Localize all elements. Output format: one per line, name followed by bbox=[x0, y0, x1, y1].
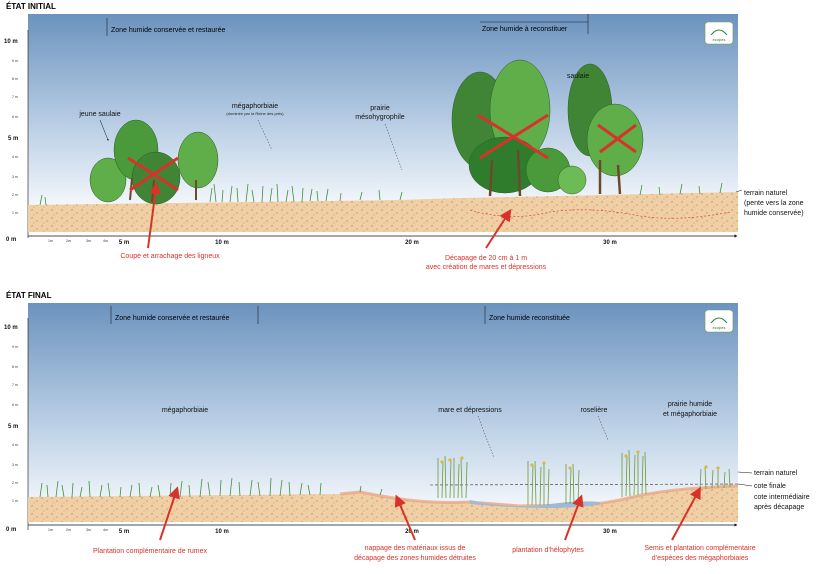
final-zone-left: Zone humide conservée et restaurée bbox=[115, 315, 230, 322]
label-megaphorbiaie: mégaphorbiaie bbox=[232, 103, 278, 110]
svg-text:2m: 2m bbox=[66, 239, 71, 243]
svg-text:20 m: 20 m bbox=[405, 240, 419, 246]
label-prairie-2: mésohygrophile bbox=[355, 114, 405, 121]
svg-text:10 m: 10 m bbox=[4, 325, 18, 331]
svg-text:3m: 3m bbox=[86, 528, 91, 532]
action-semis-2: d’espèces des mégaphorbiaies bbox=[652, 555, 749, 562]
side-note-3: humide conservée) bbox=[744, 210, 804, 217]
action-helophytes: plantation d’hélophytes bbox=[512, 547, 584, 554]
reed-clusters bbox=[437, 449, 731, 506]
final-side-note-1: terrain naturel bbox=[754, 470, 798, 477]
young-willow-trees bbox=[89, 119, 219, 205]
svg-text:3 m: 3 m bbox=[12, 463, 18, 467]
label-prairie: prairie bbox=[370, 105, 390, 112]
svg-text:2m: 2m bbox=[66, 528, 71, 532]
label-jeune-saulaie: jeune saulaie bbox=[78, 111, 120, 118]
svg-text:0 m: 0 m bbox=[6, 237, 16, 243]
svg-text:0 m: 0 m bbox=[6, 527, 16, 533]
action-semis-1: Semis et plantation complémentaire bbox=[644, 545, 755, 552]
svg-text:2 m: 2 m bbox=[12, 481, 18, 485]
label-megaphorbiaie-final: mégaphorbiaie bbox=[162, 407, 208, 414]
action-nappage-1: nappage des matériaux issus de bbox=[365, 545, 466, 552]
initial-zone-left: Zone humide conservée et restaurée bbox=[111, 27, 226, 34]
initial-soil bbox=[28, 192, 738, 232]
logo-icon-2: ecopes bbox=[704, 309, 734, 333]
final-sky bbox=[28, 303, 738, 525]
action-decapage-1: Décapage de 20 cm à 1 m bbox=[445, 255, 527, 262]
label-prairie-humide: prairie humide bbox=[668, 401, 712, 408]
action-rumex: Plantation complémentaire de rumex bbox=[93, 548, 208, 555]
initial-zone-right: Zone humide à reconstituer bbox=[482, 26, 568, 33]
initial-x-axis: 1m 2m 3m 4m 5 m 10 m 20 m 30 m bbox=[28, 234, 738, 246]
svg-text:9 m: 9 m bbox=[12, 345, 18, 349]
final-panel: ÉTAT FINAL Zone humide conservée et rest… bbox=[4, 291, 810, 562]
initial-y-axis: 10 m 9 m 8 m 7 m 6 m 5 m 4 m 3 m 2 m 1 m… bbox=[4, 30, 29, 243]
label-roseliere: roselière bbox=[581, 407, 608, 414]
arrow-coupe bbox=[147, 182, 162, 249]
svg-text:7 m: 7 m bbox=[12, 95, 18, 99]
arrow-helophytes bbox=[564, 494, 584, 541]
final-side-note-3: cote intermédiaire bbox=[754, 494, 810, 501]
svg-text:8 m: 8 m bbox=[12, 365, 18, 369]
final-x-axis: 1m 2m 3m 4m 5 m 10 m 20 m 30 m bbox=[28, 523, 738, 535]
svg-text:ecopes: ecopes bbox=[713, 37, 726, 42]
svg-text:3 m: 3 m bbox=[12, 175, 18, 179]
final-y-axis: 10 m 9 m 8 m 7 m 6 m 5 m 4 m 3 m 2 m 1 m… bbox=[4, 318, 29, 533]
initial-grass bbox=[39, 182, 723, 206]
arrow-semis bbox=[671, 486, 701, 541]
reed-flowers bbox=[440, 450, 720, 470]
svg-text:1 m: 1 m bbox=[12, 499, 18, 503]
arrow-rumex bbox=[159, 486, 180, 541]
action-coupe: Coupe et arrachage des ligneux bbox=[120, 253, 220, 260]
svg-text:5 m: 5 m bbox=[8, 424, 18, 430]
final-side-note-4: après décapage bbox=[754, 504, 804, 511]
label-prairie-humide-2: et mégaphorbiaie bbox=[663, 411, 717, 418]
initial-panel: ÉTAT INITIAL Zone humide conservée et re… bbox=[4, 2, 804, 271]
cut-cross-2 bbox=[477, 113, 549, 160]
svg-text:4 m: 4 m bbox=[12, 155, 18, 159]
label-saulaie: saulaie bbox=[567, 73, 589, 80]
pond-water bbox=[470, 500, 600, 508]
svg-text:3m: 3m bbox=[86, 239, 91, 243]
svg-text:5 m: 5 m bbox=[8, 136, 18, 142]
svg-text:8 m: 8 m bbox=[12, 77, 18, 81]
final-side-note-2: cote finale bbox=[754, 483, 786, 490]
svg-text:1m: 1m bbox=[48, 239, 53, 243]
final-title: ÉTAT FINAL bbox=[6, 291, 52, 300]
svg-text:10 m: 10 m bbox=[215, 240, 229, 246]
side-note-2: (pente vers la zone bbox=[744, 200, 804, 207]
svg-text:4m: 4m bbox=[103, 528, 108, 532]
final-soil bbox=[28, 486, 738, 522]
side-note-1: terrain naturel bbox=[744, 190, 788, 197]
svg-text:1m: 1m bbox=[48, 528, 53, 532]
logo-icon: ecopes bbox=[704, 21, 734, 45]
svg-text:2 m: 2 m bbox=[12, 193, 18, 197]
svg-text:1 m: 1 m bbox=[12, 211, 18, 215]
svg-text:7 m: 7 m bbox=[12, 383, 18, 387]
svg-text:5 m: 5 m bbox=[119, 529, 129, 535]
label-mare: mare et dépressions bbox=[438, 407, 502, 414]
initial-title: ÉTAT INITIAL bbox=[6, 2, 56, 11]
final-zone-right: Zone humide reconstituée bbox=[489, 315, 570, 322]
svg-text:6 m: 6 m bbox=[12, 403, 18, 407]
svg-text:4 m: 4 m bbox=[12, 443, 18, 447]
svg-text:30 m: 30 m bbox=[603, 529, 617, 535]
action-nappage-2: décapage des zones humides détruites bbox=[354, 555, 476, 562]
svg-text:10 m: 10 m bbox=[215, 529, 229, 535]
svg-text:9 m: 9 m bbox=[12, 59, 18, 63]
label-megaphorbiaie-sub: (dominée par la Reine des prés) bbox=[226, 111, 284, 116]
svg-text:4m: 4m bbox=[103, 239, 108, 243]
arrow-nappage bbox=[394, 494, 416, 541]
svg-text:6 m: 6 m bbox=[12, 115, 18, 119]
cut-cross-1 bbox=[127, 156, 179, 192]
action-decapage-2: avec création de mares et dépressions bbox=[426, 264, 547, 271]
svg-text:10 m: 10 m bbox=[4, 39, 18, 45]
svg-text:5 m: 5 m bbox=[119, 240, 129, 246]
svg-text:ecopes: ecopes bbox=[713, 325, 726, 330]
svg-text:30 m: 30 m bbox=[603, 240, 617, 246]
arrow-decapage bbox=[485, 208, 512, 249]
cut-cross-3 bbox=[597, 123, 637, 154]
